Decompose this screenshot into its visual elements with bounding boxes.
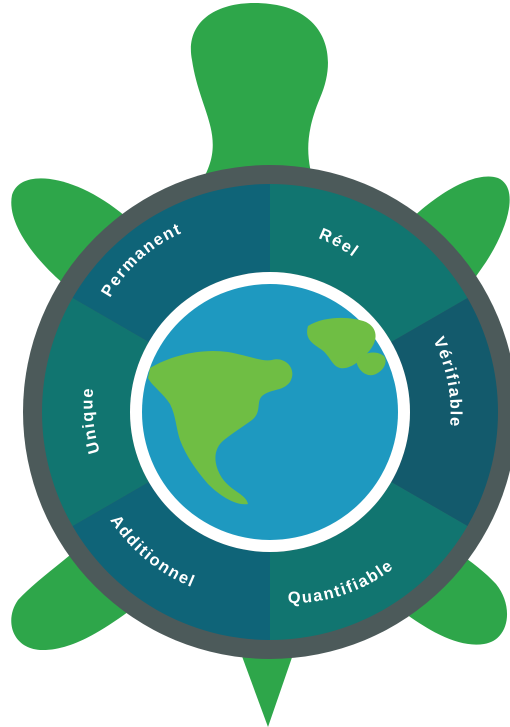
segment-additionnel (72, 482, 271, 640)
segment-permanent (72, 184, 271, 342)
continents (148, 317, 386, 505)
continent-greenland (307, 317, 376, 369)
segment-unique (42, 298, 149, 526)
segment-verifiable (391, 298, 498, 526)
label-unique: Unique (78, 386, 103, 456)
continent-europe-tip (356, 352, 386, 376)
segment-wheel (42, 184, 498, 640)
segment-quantifiable (270, 482, 468, 640)
continent-north-america (148, 350, 293, 505)
turtle-tail (236, 640, 298, 727)
turtle-head (190, 3, 328, 191)
segment-reel (270, 184, 468, 342)
